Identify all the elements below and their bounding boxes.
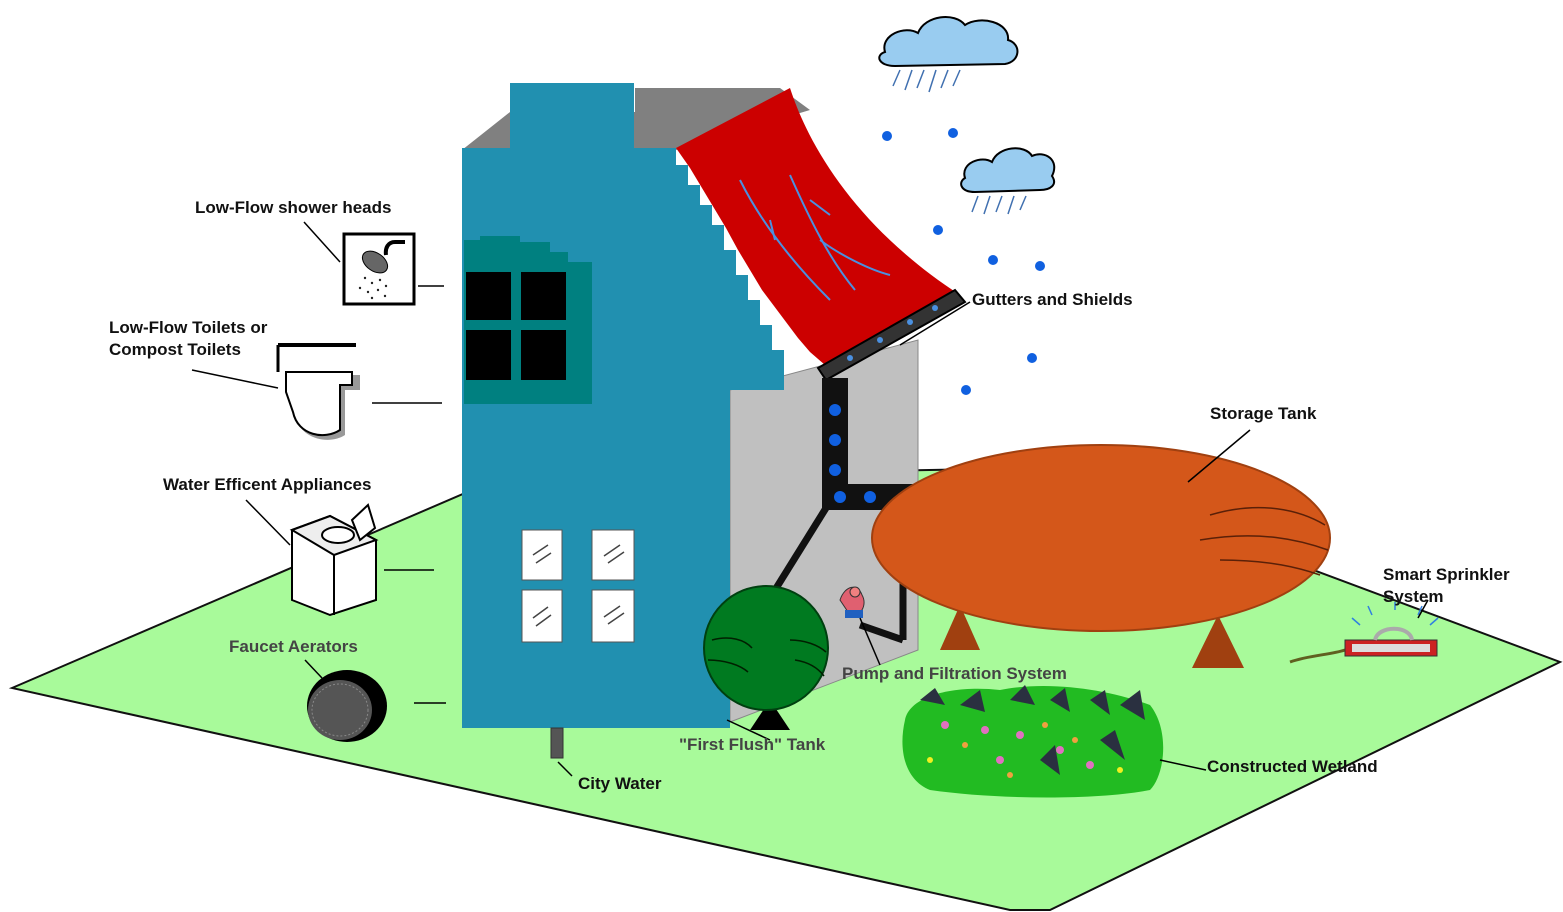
label-storage-tank: Storage Tank bbox=[1210, 403, 1316, 425]
label-faucet-aerators: Faucet Aerators bbox=[229, 636, 358, 658]
label-low-flow-toilets-line2: Compost Toilets bbox=[109, 339, 267, 361]
label-smart-sprinkler-line1: Smart Sprinkler bbox=[1383, 564, 1510, 586]
shower-head-icon bbox=[344, 234, 414, 304]
label-low-flow-toilets: Low-Flow Toilets or Compost Toilets bbox=[109, 317, 267, 361]
label-pump-filtration: Pump and Filtration System bbox=[842, 663, 1067, 685]
washing-machine-icon bbox=[292, 505, 376, 615]
city-water-pipe bbox=[551, 728, 563, 758]
label-gutters-shields: Gutters and Shields bbox=[972, 289, 1133, 311]
toilet-icon bbox=[278, 345, 360, 440]
label-smart-sprinkler-line2: System bbox=[1383, 586, 1510, 608]
label-constructed-wetland: Constructed Wetland bbox=[1207, 756, 1378, 778]
label-city-water: City Water bbox=[578, 773, 661, 795]
label-low-flow-shower: Low-Flow shower heads bbox=[195, 197, 391, 219]
label-first-flush-tank: "First Flush" Tank bbox=[679, 734, 825, 756]
label-low-flow-toilets-line1: Low-Flow Toilets or bbox=[109, 317, 267, 339]
label-smart-sprinkler: Smart Sprinkler System bbox=[1383, 564, 1510, 608]
label-water-efficient-appliances: Water Efficent Appliances bbox=[163, 474, 371, 496]
faucet-aerator-icon bbox=[307, 670, 387, 742]
rain-cloud-icon bbox=[879, 17, 1017, 92]
rain-cloud-icon bbox=[961, 148, 1054, 214]
wetland-plants-icon bbox=[902, 685, 1163, 798]
